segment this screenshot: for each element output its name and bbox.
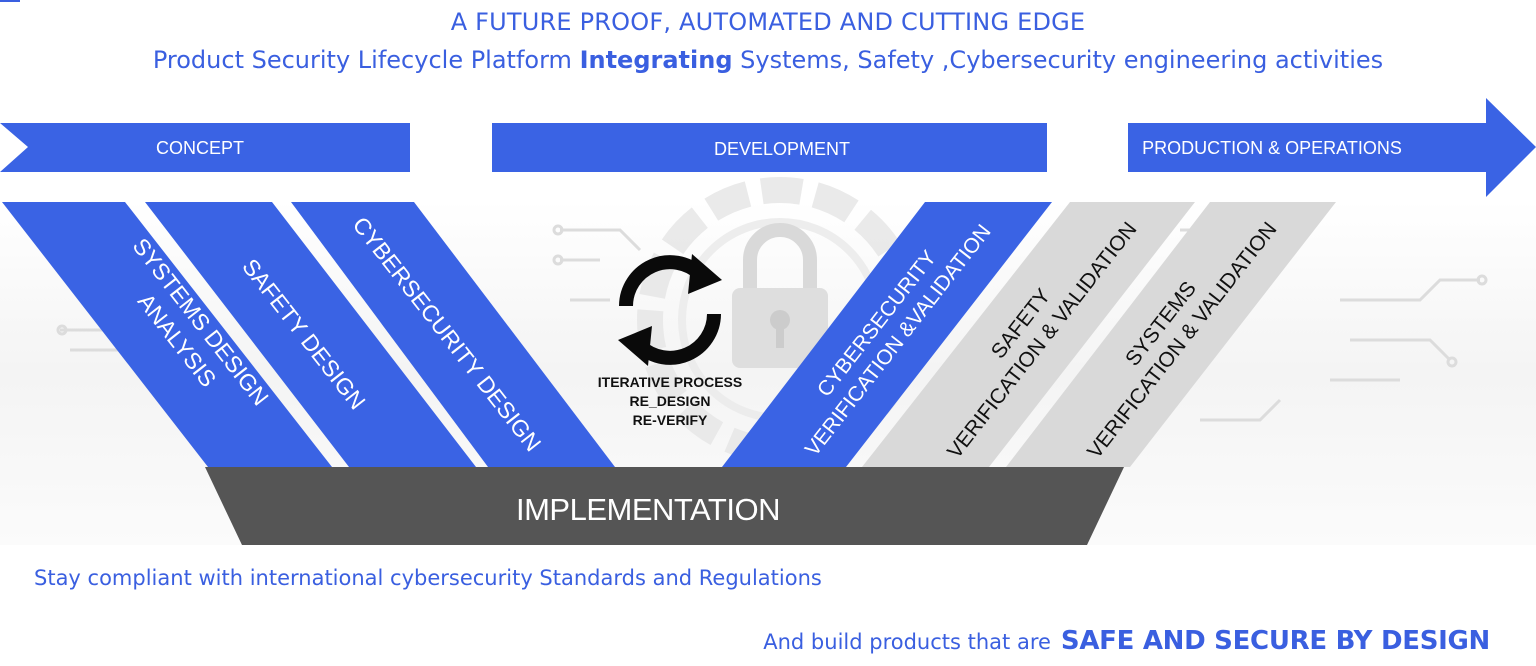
band-safety-vv	[862, 202, 1195, 467]
band-systems-vv	[1006, 202, 1336, 467]
headline-line2-bold: Integrating	[579, 46, 733, 74]
refresh-cycle-icon	[618, 254, 722, 366]
headline-line2: Product Security Lifecycle Platform Inte…	[0, 46, 1536, 74]
compliance-text: Stay compliant with international cybers…	[34, 566, 822, 590]
phase-development-label: DEVELOPMENT	[714, 139, 850, 159]
implementation-label: IMPLEMENTATION	[516, 492, 780, 527]
headline-line2-pre: Product Security Lifecycle Platform	[152, 46, 580, 74]
band-safety-design	[145, 202, 476, 467]
phase-production-label: PRODUCTION & OPERATIONS	[1142, 138, 1402, 158]
reverify-label: RE-VERIFY	[633, 412, 708, 428]
tagline-strong: SAFE AND SECURE BY DESIGN	[1060, 626, 1490, 656]
phase-concept-label: CONCEPT	[156, 138, 244, 158]
iterative-process-label: ITERATIVE PROCESS	[598, 374, 742, 390]
tagline-pre: And build products that are	[763, 630, 1051, 654]
band-cybersecurity-vv	[722, 202, 1052, 467]
safe-secure-tagline: And build products that are SAFE AND SECU…	[763, 626, 1490, 656]
phase-production-arrow	[1128, 98, 1536, 197]
headline-line2-post: Systems, Safety ,Cybersecurity engineeri…	[732, 46, 1384, 74]
phase-concept-bar	[0, 123, 410, 172]
headline-line1: A FUTURE PROOF, AUTOMATED AND CUTTING ED…	[450, 8, 1086, 36]
implementation-base	[205, 467, 1124, 545]
circuit-decoration	[56, 224, 1488, 422]
band-systems-design	[2, 202, 332, 467]
corner-accent	[0, 0, 20, 2]
band-cybersecurity-design	[291, 202, 615, 467]
phase-development-bar	[492, 123, 1047, 172]
redesign-label: RE_DESIGN	[630, 393, 711, 409]
